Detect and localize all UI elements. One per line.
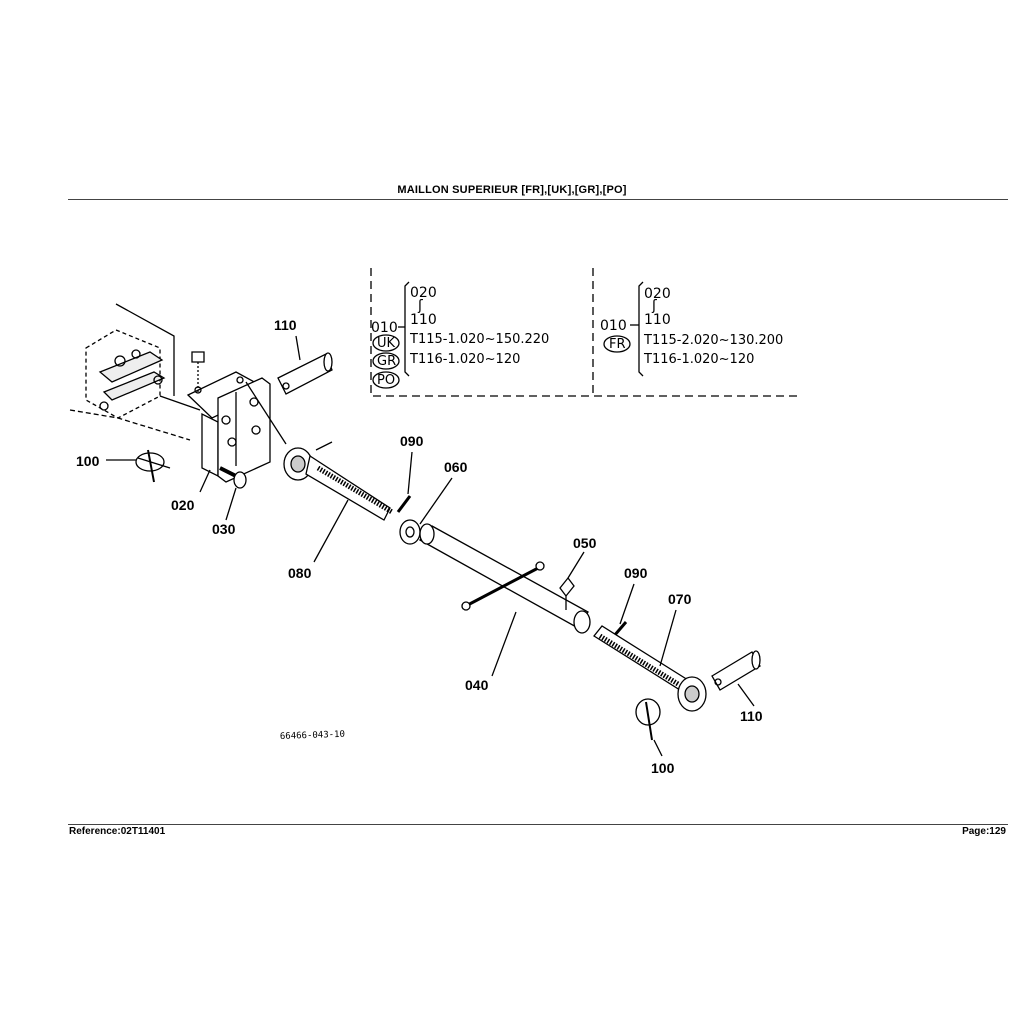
linch-pin-100-right bbox=[635, 698, 661, 741]
split-pin-090-right bbox=[612, 621, 628, 637]
part-label: 110 bbox=[740, 708, 763, 724]
part-label: 090 bbox=[624, 565, 648, 581]
rod-end-080 bbox=[283, 447, 394, 521]
bracket-020 bbox=[186, 371, 271, 483]
bolt-icon bbox=[191, 351, 205, 394]
country-po: PO bbox=[377, 373, 395, 388]
mounting-block bbox=[69, 303, 201, 441]
country-badge-fr bbox=[603, 335, 631, 353]
legend-left-mid: 110 bbox=[410, 312, 437, 328]
linch-pin-100-left bbox=[135, 449, 171, 483]
page-number: Page:129 bbox=[962, 826, 1006, 837]
footer-rule bbox=[68, 824, 1008, 825]
drawing-number: 66466-043-10 bbox=[280, 730, 345, 742]
split-pin-090-left bbox=[396, 495, 412, 513]
header-rule bbox=[68, 199, 1008, 200]
legend-right-line1: T115-2.020~130.200 bbox=[643, 333, 783, 348]
legend-right-line2: T116-1.020~120 bbox=[643, 352, 754, 367]
pin-110-bottom bbox=[711, 650, 761, 691]
bolt-030 bbox=[219, 466, 247, 489]
part-label: 100 bbox=[76, 453, 100, 469]
svg-text:ʃ: ʃ bbox=[417, 298, 423, 314]
part-label: 030 bbox=[212, 521, 236, 537]
variant-legend-frame bbox=[370, 268, 800, 397]
legend-left-line2: T116-1.020~120 bbox=[409, 352, 520, 367]
part-label: 050 bbox=[573, 535, 597, 551]
legend-left-top: 020 bbox=[410, 285, 437, 301]
legend-left-bracket bbox=[404, 281, 410, 377]
page-title: MAILLON SUPERIEUR [FR],[UK],[GR],[PO] bbox=[397, 184, 627, 196]
country-badge-po bbox=[372, 371, 400, 389]
legend-right-mid: 110 bbox=[644, 312, 671, 328]
country-uk: UK bbox=[377, 336, 396, 351]
reference-text: Reference:02T11401 bbox=[69, 826, 166, 837]
legend-right-bracket bbox=[638, 281, 644, 377]
nut-060 bbox=[399, 519, 421, 545]
part-label: 070 bbox=[668, 591, 692, 607]
country-badge-uk bbox=[372, 334, 400, 352]
part-label: 060 bbox=[444, 459, 468, 475]
part-label: 080 bbox=[288, 565, 312, 581]
legend-right-top: 020 bbox=[644, 286, 671, 302]
part-label: 100 bbox=[651, 760, 675, 776]
grease-nipple-050 bbox=[559, 576, 575, 610]
rod-end-070 bbox=[593, 625, 707, 712]
svg-text:ʃ: ʃ bbox=[651, 298, 657, 314]
legend-left-assembly: 010 bbox=[371, 320, 398, 336]
part-label: 110 bbox=[274, 317, 297, 333]
country-gr: GR bbox=[377, 354, 396, 369]
pin-110-top bbox=[277, 352, 333, 395]
part-label: 020 bbox=[171, 497, 195, 513]
country-fr: FR bbox=[609, 337, 626, 352]
part-label: 090 bbox=[400, 433, 424, 449]
country-badge-gr bbox=[372, 352, 400, 370]
legend-left-line1: T115-1.020~150.220 bbox=[409, 332, 549, 347]
tube-040 bbox=[418, 523, 591, 634]
legend-right-assembly: 010 bbox=[600, 318, 627, 334]
part-label: 040 bbox=[465, 677, 489, 693]
